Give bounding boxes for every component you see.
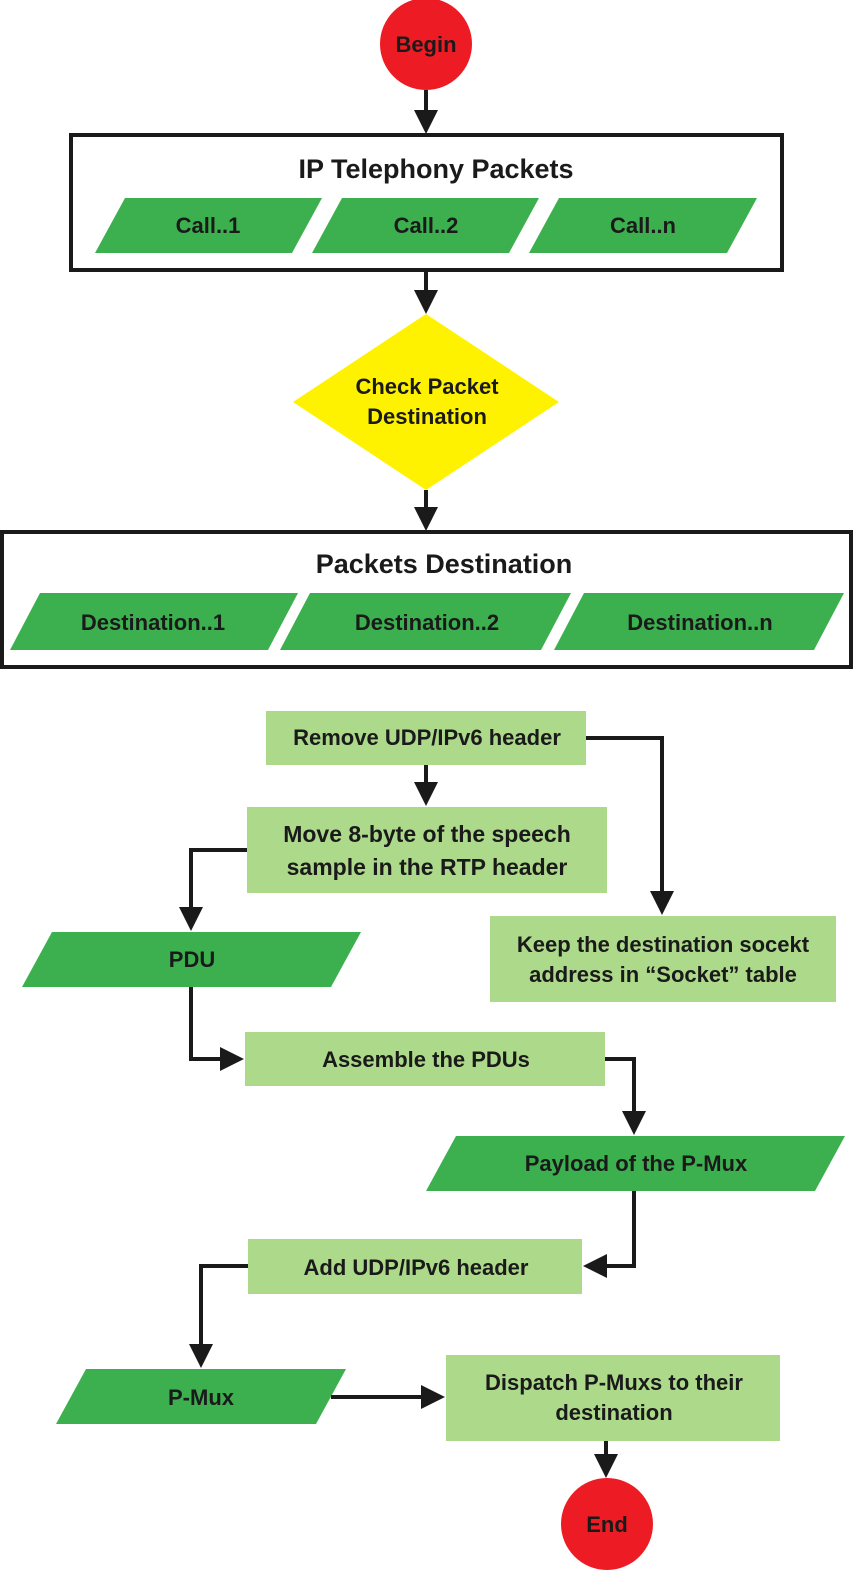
packets-destination-title: Packets Destination — [316, 549, 573, 579]
packets-destination-box: Packets Destination Destination..1 Desti… — [0, 530, 853, 669]
call-2-shape — [312, 198, 539, 253]
ip-telephony-packets-box: IP Telephony Packets Call..1 Call..2 Cal… — [69, 133, 784, 272]
destination-n-shape — [554, 593, 844, 650]
call-n-label: Call..n — [610, 213, 676, 238]
pdu-shape — [22, 932, 361, 987]
payload-data: Payload of the P-Mux — [426, 1136, 845, 1191]
check-destination-decision: Check Packet Destination — [293, 314, 559, 490]
destination-1-shape — [10, 593, 298, 650]
keep-socket-line2: address in “Socket” table — [529, 962, 797, 987]
pmux-shape — [56, 1369, 346, 1424]
call-2-label: Call..2 — [394, 213, 459, 238]
pdu-data: PDU — [22, 932, 361, 987]
edge-pdu-to-assemble — [189, 987, 244, 1071]
check-diamond — [293, 314, 559, 490]
destination-n-label: Destination..n — [627, 610, 772, 635]
edge-move-to-pdu — [179, 848, 247, 931]
end-node: End — [561, 1478, 653, 1570]
assemble-label: Assemble the PDUs — [322, 1047, 530, 1072]
end-label: End — [586, 1512, 628, 1537]
move-speech-box — [247, 807, 607, 893]
add-header-box — [248, 1239, 582, 1294]
keep-socket-box — [490, 916, 836, 1002]
pdu-label: PDU — [169, 947, 215, 972]
remove-header-label: Remove UDP/IPv6 header — [293, 725, 561, 750]
destination-2-shape — [280, 593, 571, 650]
call-1-shape — [95, 198, 322, 253]
pmux-data: P-Mux — [56, 1369, 346, 1424]
destination-1-label: Destination..1 — [81, 610, 225, 635]
end-circle — [561, 1478, 653, 1570]
begin-node: Begin — [380, 0, 472, 90]
remove-header-box — [266, 711, 586, 765]
dispatch-box — [446, 1355, 780, 1441]
add-header-label: Add UDP/IPv6 header — [304, 1255, 529, 1280]
move-speech-line1: Move 8-byte of the speech — [283, 821, 571, 847]
assemble-process: Assemble the PDUs — [245, 1032, 605, 1086]
keep-socket-line1: Keep the destination socekt — [517, 932, 810, 957]
edge-add-header-to-pmux — [189, 1264, 248, 1368]
destination-2-label: Destination..2 — [355, 610, 499, 635]
move-speech-line2: sample in the RTP header — [287, 854, 568, 880]
ip-packets-title: IP Telephony Packets — [298, 154, 573, 184]
payload-label: Payload of the P-Mux — [525, 1151, 748, 1176]
call-n-shape — [529, 198, 757, 253]
begin-label: Begin — [395, 32, 456, 57]
edge-remove-to-keep-socket — [586, 736, 674, 915]
pmux-label: P-Mux — [168, 1385, 235, 1410]
call-1-label: Call..1 — [176, 213, 241, 238]
dispatch-line2: destination — [555, 1400, 672, 1425]
dispatch-line1: Dispatch P-Muxs to their — [485, 1370, 743, 1395]
dispatch-process: Dispatch P-Muxs to their destination — [446, 1355, 780, 1441]
begin-circle — [380, 0, 472, 90]
keep-socket-process: Keep the destination socekt address in “… — [490, 916, 836, 1002]
check-label-line1: Check Packet — [355, 374, 499, 399]
add-header-process: Add UDP/IPv6 header — [248, 1239, 582, 1294]
move-speech-process: Move 8-byte of the speech sample in the … — [247, 807, 607, 893]
payload-shape — [426, 1136, 845, 1191]
assemble-box — [245, 1032, 605, 1086]
edge-assemble-to-payload — [605, 1057, 646, 1135]
check-label-line2: Destination — [367, 404, 487, 429]
remove-header-process: Remove UDP/IPv6 header — [266, 711, 586, 765]
edge-payload-to-add-header — [583, 1191, 636, 1278]
